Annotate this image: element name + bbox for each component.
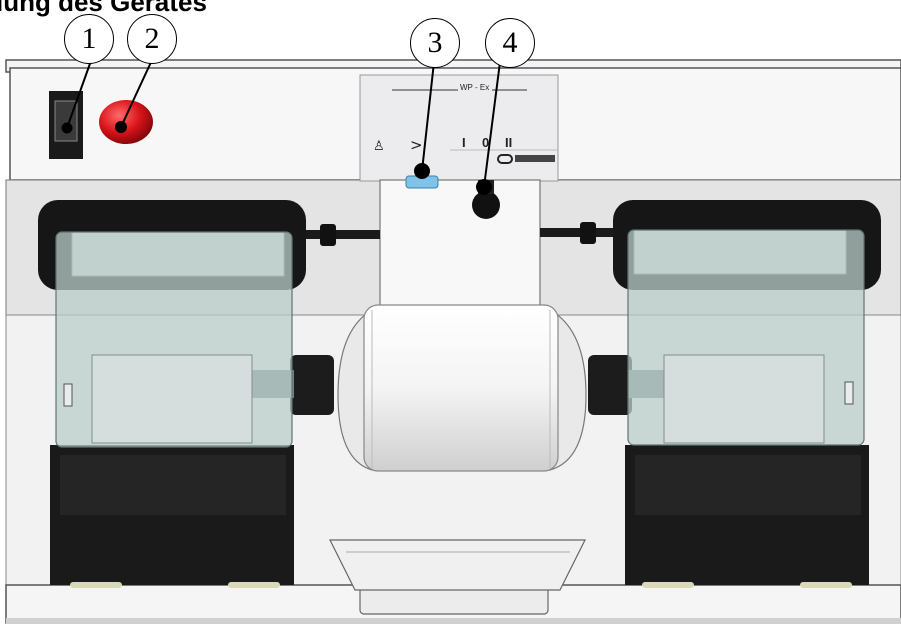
left-inner-panel <box>91 354 253 444</box>
speed-knob <box>472 191 500 219</box>
leader-line-3 <box>421 61 435 172</box>
motor-body <box>363 304 559 472</box>
speed-mark-2: II <box>505 135 513 150</box>
vacuum-symbol: ♙ <box>373 139 385 154</box>
callout-1: 1 <box>64 14 114 64</box>
right-rod-clamp <box>580 222 596 244</box>
motor-right-cap <box>549 308 587 471</box>
right-base-face <box>635 455 861 515</box>
callout-3: 3 <box>410 18 460 68</box>
leader-line-1 <box>66 57 93 129</box>
dust-tray <box>329 539 586 591</box>
left-shaft-nut <box>290 355 334 415</box>
speed-mark-0: 0 <box>482 135 490 150</box>
leader-line-2 <box>120 59 153 128</box>
right-shaft-nut <box>588 355 632 415</box>
bottom-rail-shadow <box>6 618 901 624</box>
panel-model-label: WP - Ex <box>460 83 490 92</box>
indicator-lamp <box>99 100 153 144</box>
left-shield-latch <box>63 383 73 407</box>
right-shield-latch <box>844 381 854 405</box>
left-rod-clamp <box>320 224 336 246</box>
right-foot-pad <box>642 582 694 588</box>
callout-2: 2 <box>127 14 177 64</box>
panel-logo-mark <box>497 154 513 164</box>
control-panel-plate <box>359 74 559 182</box>
flap-symbol: > <box>410 136 423 154</box>
leader-line-4 <box>483 61 501 188</box>
speed-mark-1: I <box>462 135 466 150</box>
page-heading: lung des Gerätes <box>0 0 207 17</box>
left-base-face <box>60 455 286 515</box>
right-foot-pad-2 <box>800 582 852 588</box>
left-foot-pad <box>70 582 122 588</box>
left-foot-pad-2 <box>228 582 280 588</box>
right-inner-panel <box>663 354 825 444</box>
panel-logo-text <box>515 155 555 162</box>
callout-4: 4 <box>485 18 535 68</box>
